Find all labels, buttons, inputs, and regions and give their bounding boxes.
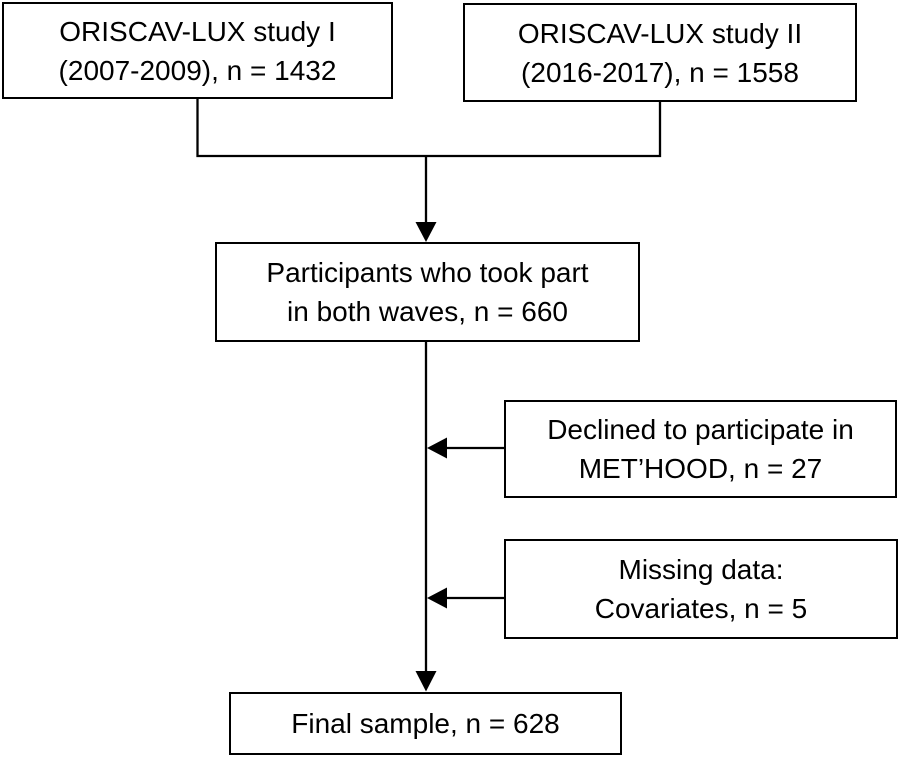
missing-data-box: Missing data: Covariates, n = 5 bbox=[504, 539, 898, 639]
final-sample-box: Final sample, n = 628 bbox=[229, 692, 622, 755]
study1-count: (2007-2009), n = 1432 bbox=[58, 54, 337, 86]
arrow-to-final bbox=[415, 342, 437, 692]
arrowhead-down-icon bbox=[415, 222, 437, 242]
participants-line2: in both waves, n = 660 bbox=[287, 296, 568, 327]
arrowhead-left-icon bbox=[427, 587, 447, 609]
declined-line1: Declined to participate in bbox=[547, 414, 854, 445]
declined-line2: MET’HOOD, n = 27 bbox=[578, 453, 823, 484]
study2-count: (2016-2017), n = 1558 bbox=[521, 56, 799, 88]
participants-both-waves-box: Participants who took part in both waves… bbox=[215, 242, 640, 342]
participants-line1: Participants who took part bbox=[266, 257, 589, 288]
arrowhead-down-icon bbox=[415, 671, 437, 692]
arrow-to-participants bbox=[415, 156, 437, 242]
final-line1: Final sample, n = 628 bbox=[291, 708, 560, 739]
missing-line1: Missing data: bbox=[618, 554, 784, 585]
study2-title: ORISCAV-LUX study II bbox=[517, 17, 803, 49]
study2-box: ORISCAV-LUX study II (2016-2017), n = 15… bbox=[463, 3, 857, 102]
study1-title: ORISCAV-LUX study I bbox=[59, 15, 336, 47]
missing-line2: Covariates, n = 5 bbox=[594, 593, 808, 624]
declined-box: Declined to participate in MET’HOOD, n =… bbox=[504, 400, 897, 498]
arrowhead-left-icon bbox=[427, 437, 447, 459]
merge-connector bbox=[196, 99, 662, 158]
study1-box: ORISCAV-LUX study I (2007-2009), n = 143… bbox=[2, 2, 393, 99]
arrow-from-missing bbox=[427, 587, 504, 609]
arrow-from-declined bbox=[427, 437, 504, 459]
